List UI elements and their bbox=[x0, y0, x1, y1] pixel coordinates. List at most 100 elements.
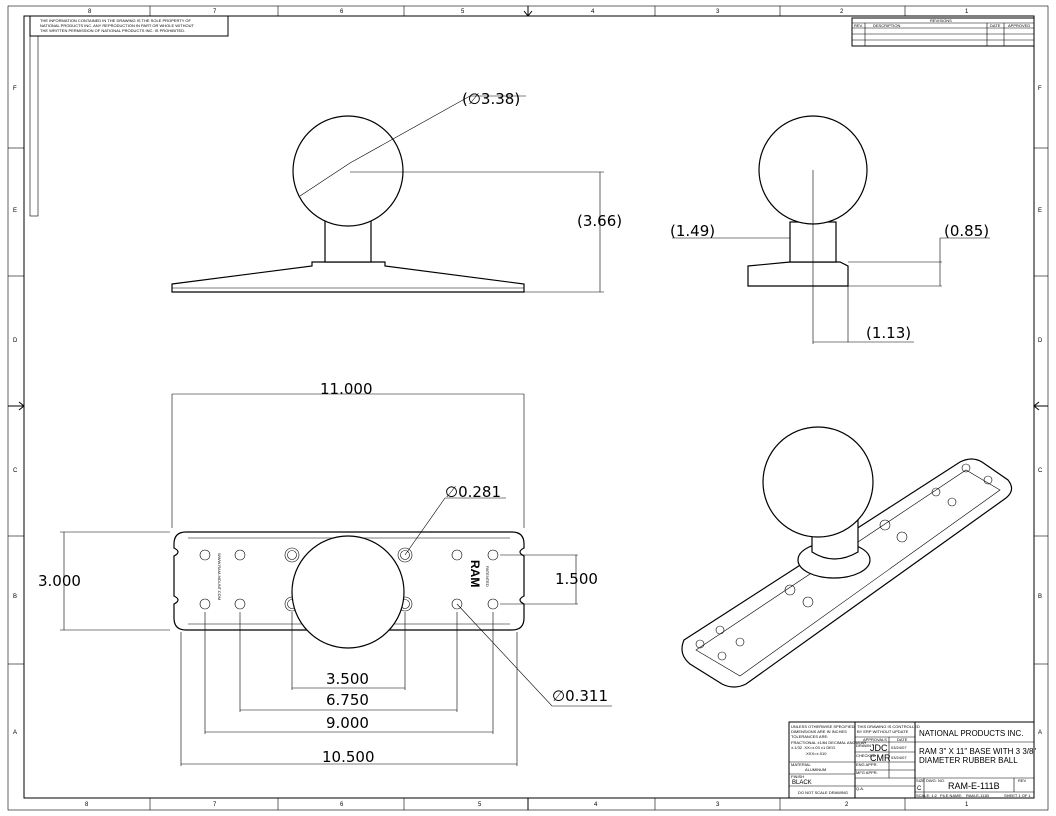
zone-markers: 8 7 6 5 4 3 2 1 8 7 6 5 4 3 2 1 F E D C … bbox=[8, 6, 1048, 810]
svg-text:8: 8 bbox=[85, 802, 89, 808]
svg-text:D: D bbox=[1038, 338, 1043, 344]
svg-text:MFG APPR.: MFG APPR. bbox=[856, 770, 878, 775]
svg-text:7: 7 bbox=[213, 802, 217, 808]
svg-text:REV: REV bbox=[1018, 778, 1027, 783]
ball-diameter-label: (∅3.38) bbox=[462, 90, 520, 108]
proprietary-notice: THE INFORMATION CONTAINED IN THE DRAWING… bbox=[29, 15, 229, 217]
outer-border bbox=[7, 5, 1049, 811]
svg-text:1: 1 bbox=[965, 9, 969, 15]
svg-text:UNLESS OTHERWISE SPECIFIED:: UNLESS OTHERWISE SPECIFIED: bbox=[791, 724, 856, 729]
hole-large-dim: ∅0.311 bbox=[552, 687, 608, 705]
svg-text:SCALE: 1:2: SCALE: 1:2 bbox=[916, 793, 938, 798]
revisions-table: REVISIONS REV. DESCRIPTION DATE APPROVED bbox=[851, 17, 1035, 47]
svg-text:7: 7 bbox=[213, 9, 217, 15]
svg-text:RAM 3" X 11" BASE WITH 3 3/8": RAM 3" X 11" BASE WITH 3 3/8" bbox=[919, 747, 1036, 756]
svg-text:B: B bbox=[13, 594, 17, 600]
svg-text:DIAMETER RUBBER BALL: DIAMETER RUBBER BALL bbox=[919, 756, 1018, 765]
svg-text:TOLERANCES ARE:: TOLERANCES ARE: bbox=[791, 734, 828, 739]
svg-text:THE INFORMATION CONTAINED IN T: THE INFORMATION CONTAINED IN THE DRAWING… bbox=[40, 18, 192, 23]
front-view: (∅3.38) (3.66) bbox=[171, 90, 622, 293]
svg-text:DATE: DATE bbox=[990, 23, 1001, 28]
svg-text:RAM: RAM bbox=[468, 560, 482, 587]
svg-text:FINISH: FINISH bbox=[791, 774, 804, 779]
side-left-dim: (1.49) bbox=[670, 222, 715, 240]
svg-text:3: 3 bbox=[716, 802, 720, 808]
svg-text:SIZE: SIZE bbox=[916, 778, 925, 783]
svg-text:FRACTIONAL ±1/64 DECIMAL ANG: FRACTIONAL ±1/64 DECIMAL ANGULAR bbox=[791, 740, 866, 745]
svg-text:ENG APPR.: ENG APPR. bbox=[856, 762, 878, 767]
svg-text:2: 2 bbox=[840, 9, 844, 15]
svg-text:DWG. NO.: DWG. NO. bbox=[926, 778, 945, 783]
side-right-dim: (0.85) bbox=[944, 222, 989, 240]
svg-text:E: E bbox=[13, 208, 17, 214]
svg-text:DIMENSIONS ARE IN INCHES: DIMENSIONS ARE IN INCHES bbox=[791, 729, 847, 734]
svg-text:C: C bbox=[1038, 468, 1043, 474]
side-bottom-dim: (1.13) bbox=[866, 324, 911, 342]
svg-text:03/24/07: 03/24/07 bbox=[891, 755, 907, 760]
drawing-frame bbox=[23, 15, 1035, 799]
svg-text:DESCRIPTION: DESCRIPTION bbox=[873, 23, 900, 28]
svg-text:A: A bbox=[13, 730, 17, 736]
svg-text:BY ERP WITHOUT UPDATE: BY ERP WITHOUT UPDATE bbox=[857, 729, 909, 734]
svg-text:6: 6 bbox=[340, 802, 344, 808]
side-view: (1.49) (0.85) (1.13) bbox=[670, 115, 990, 344]
svg-text:REVISIONS: REVISIONS bbox=[930, 18, 952, 23]
svg-text:03/24/07: 03/24/07 bbox=[891, 745, 907, 750]
svg-text:ALUMINUM: ALUMINUM bbox=[805, 767, 826, 772]
svg-text:APPROVALS: APPROVALS bbox=[863, 737, 887, 742]
svg-text:5: 5 bbox=[461, 9, 465, 15]
svg-text:MATERIAL: MATERIAL bbox=[791, 762, 811, 767]
svg-text:C: C bbox=[917, 786, 922, 792]
svg-text:3: 3 bbox=[716, 9, 720, 15]
length-dim: 11.000 bbox=[320, 380, 373, 398]
span-a-dim: 3.500 bbox=[326, 670, 369, 688]
svg-text:RAM-E-111B: RAM-E-111B bbox=[966, 793, 989, 798]
svg-text:C: C bbox=[13, 468, 18, 474]
svg-text:DATE: DATE bbox=[897, 737, 908, 742]
svg-text:APPROVED: APPROVED bbox=[1008, 23, 1030, 28]
svg-text:SHEET 1 OF 1: SHEET 1 OF 1 bbox=[1004, 793, 1031, 798]
svg-text:1: 1 bbox=[965, 802, 969, 808]
title-block: UNLESS OTHERWISE SPECIFIED: DIMENSIONS A… bbox=[788, 721, 1036, 799]
svg-text:NATIONAL PRODUCTS INC.: NATIONAL PRODUCTS INC. bbox=[919, 729, 1023, 738]
svg-text:±.1/32 .XX=±.03 ±1 DEG.: ±.1/32 .XX=±.03 ±1 DEG. bbox=[791, 745, 836, 750]
svg-text:2: 2 bbox=[845, 802, 849, 808]
svg-text:F: F bbox=[1038, 86, 1042, 92]
width-dim: 3.000 bbox=[38, 572, 81, 590]
span-d-dim: 10.500 bbox=[322, 748, 375, 766]
svg-text:4: 4 bbox=[591, 9, 595, 15]
svg-text:RAM-E-111B: RAM-E-111B bbox=[948, 781, 1000, 791]
svg-text:F: F bbox=[13, 86, 17, 92]
span-b-dim: 6.750 bbox=[326, 691, 369, 709]
svg-text:6: 6 bbox=[340, 9, 344, 15]
svg-text:THE WRITTEN PERMISSION OF NATI: THE WRITTEN PERMISSION OF NATIONAL PRODU… bbox=[40, 28, 185, 33]
svg-text:4: 4 bbox=[594, 802, 598, 808]
svg-text:REV.: REV. bbox=[854, 23, 863, 28]
svg-text:Q.A.: Q.A. bbox=[856, 786, 864, 791]
height-dim: (3.66) bbox=[577, 212, 622, 230]
svg-text:5: 5 bbox=[478, 802, 482, 808]
svg-text:CHECKED: CHECKED bbox=[856, 753, 876, 758]
svg-text:DRAWN: DRAWN bbox=[856, 743, 871, 748]
svg-text:FILE NAME:: FILE NAME: bbox=[940, 793, 962, 798]
svg-text:CMR: CMR bbox=[870, 753, 891, 763]
top-view: WWW.RAM-MOUNT.COM RAM PATENTED 11.000 3.… bbox=[38, 380, 612, 766]
svg-text:WWW.RAM-MOUNT.COM: WWW.RAM-MOUNT.COM bbox=[217, 553, 222, 600]
svg-text:DO NOT SCALE DRAWING: DO NOT SCALE DRAWING bbox=[798, 790, 848, 795]
isometric-view bbox=[681, 426, 1013, 688]
svg-text:A: A bbox=[1038, 730, 1042, 736]
svg-text:D: D bbox=[13, 338, 18, 344]
svg-text:B: B bbox=[1038, 594, 1042, 600]
svg-text:.XXX=±.010: .XXX=±.010 bbox=[805, 751, 827, 756]
svg-text:8: 8 bbox=[88, 9, 92, 15]
svg-text:JDC: JDC bbox=[870, 743, 888, 753]
svg-text:THIS DRAWING IS CONTROLLED: THIS DRAWING IS CONTROLLED bbox=[857, 724, 920, 729]
svg-text:NATIONAL PRODUCTS INC. ANY REP: NATIONAL PRODUCTS INC. ANY REPRODUCTION … bbox=[40, 23, 194, 28]
row-spacing-dim: 1.500 bbox=[555, 570, 598, 588]
span-c-dim: 9.000 bbox=[326, 714, 369, 732]
svg-text:E: E bbox=[1038, 208, 1042, 214]
svg-text:PATENTED: PATENTED bbox=[485, 566, 490, 587]
hole-small-dim: ∅0.281 bbox=[445, 483, 501, 501]
svg-text:BLACK: BLACK bbox=[792, 780, 812, 786]
